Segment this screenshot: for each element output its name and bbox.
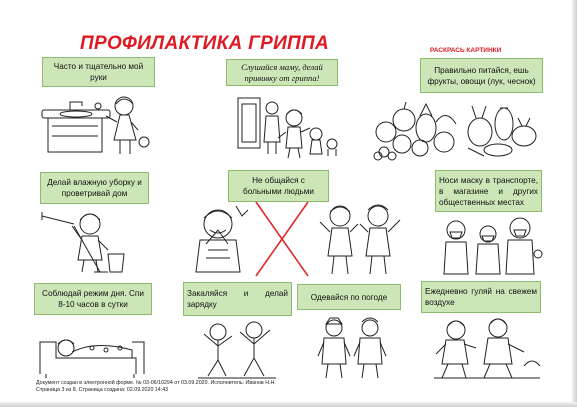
tip-card-walks: Ежедневно гуляй на свежем воздухе <box>421 281 541 313</box>
child-washing-hands-illustration <box>40 92 150 160</box>
fruits-and-vegetables-illustration <box>372 98 540 162</box>
tip-text: Ежедневно гуляй на свежем воздухе <box>425 287 537 307</box>
tip-card-nutrition: Правильно питайся, ешь фрукты, овощи (лу… <box>420 58 543 93</box>
page-edge-shadow-bottom <box>0 402 577 407</box>
page-title: ПРОФИЛАКТИКА ГРИППА <box>80 33 330 54</box>
document-footer: Документ создан в электронной форме. № 0… <box>36 380 276 393</box>
tip-text: Делай влажную уборку и проветривай дом <box>47 178 142 198</box>
footer-line-1: Документ создан в электронной форме. № 0… <box>36 380 276 386</box>
tip-card-exercise: Закаляйся и делай зарядку <box>183 282 292 316</box>
page-edge-shadow-right <box>572 0 577 407</box>
children-exercising-illustration <box>196 318 278 380</box>
children-together-illustration <box>318 202 402 278</box>
sleeping-child-illustration <box>36 318 146 380</box>
tip-text: Одевайся по погоде <box>310 292 388 302</box>
children-walking-outdoors-illustration <box>432 316 542 380</box>
people-in-masks-illustration <box>434 214 544 278</box>
tip-card-dress-weather: Одевайся по погоде <box>297 284 401 310</box>
tip-text: Слушайся маму, делай прививку от гриппа! <box>241 61 323 83</box>
tip-card-wash-hands: Часто и тщательно мой руки <box>42 57 155 87</box>
tip-text: Правильно питайся, ешь фрукты, овощи (лу… <box>427 65 536 86</box>
children-in-winter-clothes-illustration <box>314 316 392 380</box>
girl-with-mop-illustration <box>38 206 128 276</box>
tip-text: Соблюдай режим дня. Спи 8-10 часов в сут… <box>42 289 144 309</box>
coloring-note: РАСКРАСЬ КАРТИНКИ <box>430 47 502 54</box>
tip-card-cleaning: Делай влажную уборку и проветривай дом <box>40 172 149 204</box>
tip-text: Часто и тщательно мой руки <box>53 62 144 82</box>
tip-card-mask-transport: Носи маску в транспорте, в магазине и др… <box>435 170 542 212</box>
tip-card-avoid-sick: Не общайся с больными людьми <box>228 170 329 202</box>
tip-text: Носи маску в транспорте, в магазине и др… <box>439 175 538 207</box>
sick-child-illustration <box>182 200 254 278</box>
tip-card-vaccination: Слушайся маму, делай прививку от гриппа! <box>226 59 338 86</box>
tip-text: Не общайся с больными людьми <box>243 176 314 196</box>
tip-text: Закаляйся и делай зарядку <box>187 289 288 309</box>
tip-card-sleep: Соблюдай режим дня. Спи 8-10 часов в сут… <box>34 283 152 315</box>
red-cross-out <box>252 198 312 280</box>
footer-line-2: Страница 3 из 8. Страница создана: 02.09… <box>36 386 169 393</box>
family-at-doctor-illustration <box>236 94 340 160</box>
